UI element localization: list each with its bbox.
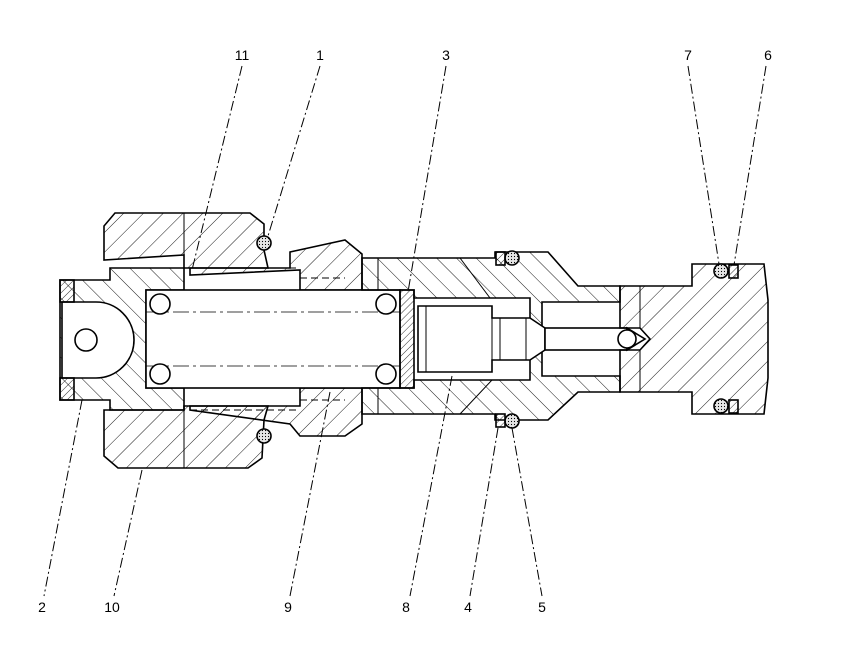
callout-9: 9 [284,599,292,615]
backup-ring-part-4 [495,413,506,428]
callout-7: 7 [684,47,692,63]
o-ring-part-1 [256,235,272,251]
washer-part-3 [399,289,415,389]
callout-4: 4 [464,599,472,615]
callout-labels: 1 2 3 4 5 6 7 8 9 10 11 [38,47,772,615]
callout-10: 10 [104,599,120,615]
callout-1: 1 [316,47,324,63]
poppet-part-8 [417,305,647,373]
o-ring-part-7-lower [713,398,729,414]
callout-3: 3 [442,47,450,63]
backup-ring-part-6 [728,264,739,279]
o-ring-part-1-lower [256,428,272,444]
callout-5: 5 [538,599,546,615]
main-housing [361,251,621,421]
o-ring-part-5 [504,413,520,429]
cartridge-nose [619,263,769,415]
nut-part-10 [103,212,270,469]
sleeve-part-9 [145,277,401,401]
adapter-part-11 [189,239,363,437]
o-ring-part-7 [713,263,729,279]
callout-11: 11 [235,47,250,63]
callout-6: 6 [764,47,772,63]
callout-2: 2 [38,599,46,615]
leader-lines [43,65,767,597]
seals [256,235,739,444]
callout-8: 8 [402,599,410,615]
fitting-body-part-2 [59,267,185,411]
backup-ring-part-6-lower [728,399,739,414]
backup-ring-part-4-upper [495,251,506,266]
o-ring-part-5-upper [504,250,520,266]
